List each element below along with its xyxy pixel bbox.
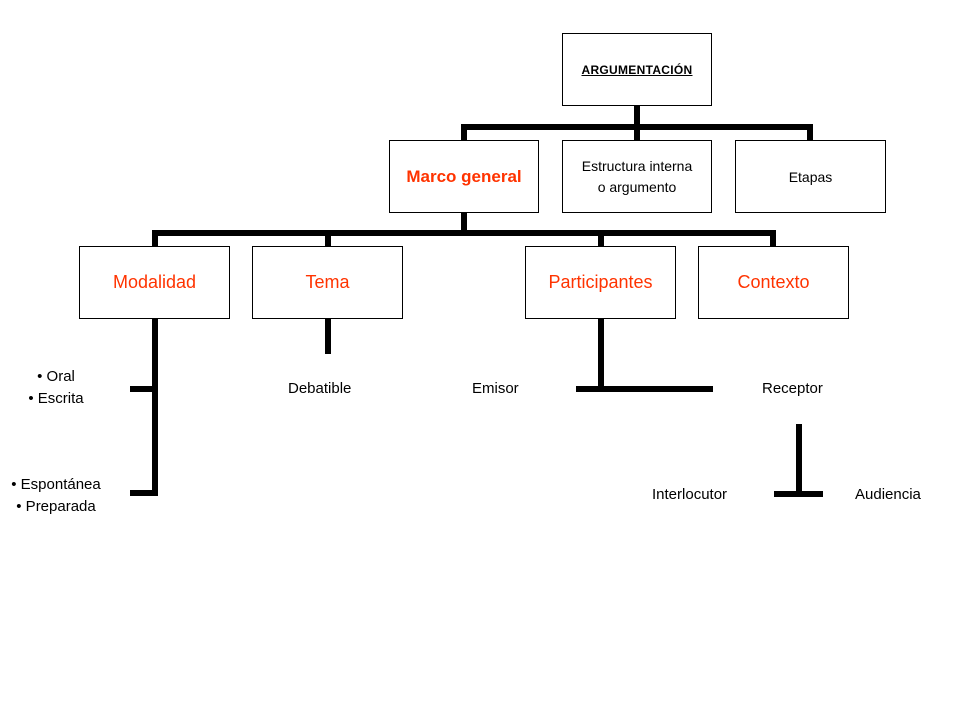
tema-item-debatible: Debatible xyxy=(288,380,352,397)
receptor-item-interlocutor: Interlocutor xyxy=(652,486,728,503)
node-modalidad-label: Modalidad xyxy=(112,272,197,292)
node-contexto: Contexto xyxy=(698,246,849,319)
participantes-item-receptor: Receptor xyxy=(762,380,823,397)
participantes-item-emisor: Emisor xyxy=(472,380,519,397)
modalidad-group1: • Oral • Escrita xyxy=(14,366,98,410)
node-estructura-line2: o argumento xyxy=(597,178,677,195)
modalidad-item-escrita: • Escrita xyxy=(28,390,84,407)
node-contexto-label: Contexto xyxy=(737,272,810,292)
node-participantes-label: Participantes xyxy=(548,272,653,292)
node-marco-general-label: Marco general xyxy=(406,166,522,186)
node-modalidad: Modalidad xyxy=(79,246,230,319)
node-marco-general: Marco general xyxy=(389,140,539,213)
modalidad-item-espontanea: • Espontánea xyxy=(11,476,101,493)
node-tema-label: Tema xyxy=(305,272,350,292)
node-tema: Tema xyxy=(252,246,403,319)
modalidad-group2: • Espontánea • Preparada xyxy=(0,474,112,518)
node-participantes: Participantes xyxy=(525,246,676,319)
node-argumentacion-label: ARGUMENTACIÓN xyxy=(581,62,693,77)
node-argumentacion: ARGUMENTACIÓN xyxy=(562,33,712,106)
node-estructura-line1: Estructura interna xyxy=(581,157,693,174)
receptor-item-audiencia: Audiencia xyxy=(855,486,921,503)
node-etapas-label: Etapas xyxy=(788,168,833,185)
modalidad-item-preparada: • Preparada xyxy=(16,498,96,515)
node-estructura-interna: Estructura interna o argumento xyxy=(562,140,712,213)
modalidad-item-oral: • Oral xyxy=(37,368,75,385)
node-etapas: Etapas xyxy=(735,140,886,213)
